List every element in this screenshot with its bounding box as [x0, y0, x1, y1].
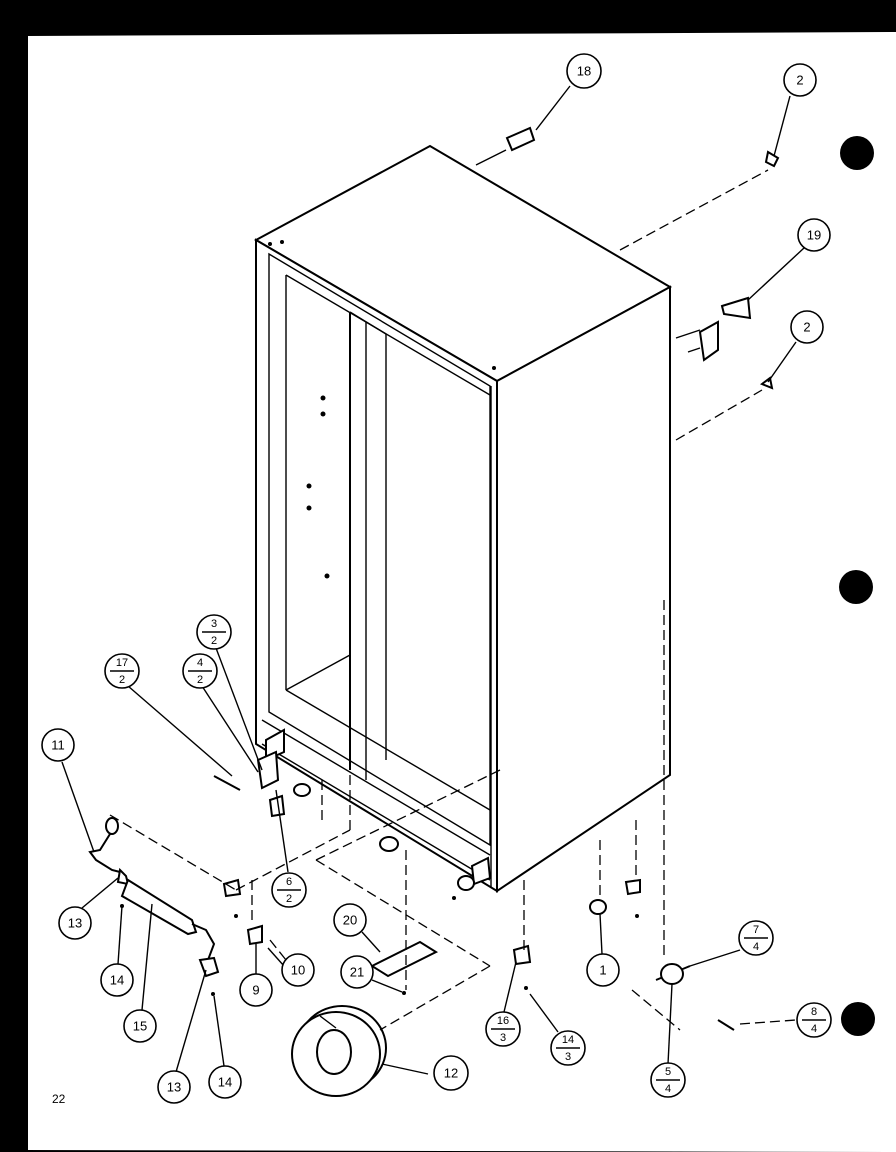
callout-label: 9: [252, 983, 259, 998]
callout-19: 19: [797, 218, 831, 252]
callout-21: 21: [340, 955, 374, 989]
callout-9: 9: [239, 973, 273, 1007]
callout-top: 17: [116, 657, 128, 669]
callout-bottom: 2: [119, 674, 125, 686]
part-16: [512, 944, 532, 966]
callout-label: 14: [218, 1075, 232, 1090]
callout-bottom: 2: [286, 893, 292, 905]
leveler-1: [589, 899, 607, 915]
callout-8-4: 8 4: [796, 1002, 832, 1038]
callout-10: 10: [281, 953, 315, 987]
callout-label: 2: [796, 73, 803, 88]
roller: [379, 836, 399, 852]
leader-lines: [109, 169, 797, 1031]
callout-label: 15: [133, 1019, 147, 1034]
callout-16-3: 16 3: [485, 1011, 521, 1047]
part-9: [246, 924, 263, 946]
bushing-5: [660, 963, 684, 985]
callout-bottom: 2: [197, 674, 203, 686]
callout-20: 20: [333, 903, 367, 937]
callout-bottom: 4: [811, 1023, 817, 1035]
left-leveler-bracket: [265, 728, 285, 762]
right-leveler-bracket: [470, 856, 492, 886]
hose-part-15: [120, 878, 198, 936]
callout-3-2: 3 2: [196, 614, 232, 650]
top-hinge-part: [505, 126, 536, 152]
callout-label: 13: [68, 916, 82, 931]
callout-18: 18: [566, 53, 602, 89]
callout-label: 10: [291, 963, 305, 978]
insulation-ring-12: [291, 1005, 387, 1097]
callout-label: 14: [110, 973, 124, 988]
callout-bottom: 3: [500, 1032, 506, 1044]
callout-label: 21: [350, 965, 364, 980]
callout-7-4: 7 4: [738, 920, 774, 956]
callout-top: 3: [211, 618, 217, 630]
callout-top: 6: [286, 876, 292, 888]
callout-label: 19: [807, 228, 821, 243]
callout-top: 14: [562, 1034, 574, 1046]
floor-plate-20: [369, 940, 439, 978]
binder-hole-middle: [839, 570, 873, 604]
callout-13-upper: 13: [58, 906, 92, 940]
callout-2-mid: 2: [790, 310, 824, 344]
callout-top: 7: [753, 924, 759, 936]
callout-bottom: 2: [211, 635, 217, 647]
callout-17-2: 17 2: [104, 653, 140, 689]
refrigerator-cabinet: [253, 144, 673, 893]
callout-label: 2: [803, 320, 810, 335]
handle-bracket: [698, 320, 719, 362]
page-number: 22: [52, 1092, 66, 1106]
callout-5-4: 5 4: [650, 1062, 686, 1098]
callout-label: 20: [343, 913, 357, 928]
drain-tube-assembly: [88, 817, 220, 996]
callout-14-left: 14: [100, 963, 134, 997]
callout-15: 15: [123, 1009, 157, 1043]
callout-top: 8: [811, 1006, 817, 1018]
callout-label: 1: [599, 963, 606, 978]
handle-part-19: [720, 296, 752, 320]
callout-bottom: 4: [665, 1083, 671, 1095]
callout-13-lower: 13: [157, 1070, 191, 1104]
callout-14-lower: 14: [208, 1065, 242, 1099]
callout-6-2: 6 2: [271, 872, 307, 908]
binder-hole-top: [840, 136, 874, 170]
callout-11: 11: [41, 728, 75, 762]
callout-bottom: 4: [753, 941, 759, 953]
callout-top: 16: [497, 1015, 509, 1027]
callout-14-3: 14 3: [550, 1030, 586, 1066]
callout-top: 5: [665, 1066, 671, 1078]
callout-label: 12: [444, 1066, 458, 1081]
binder-hole-bottom: [841, 1002, 875, 1036]
callout-4-2: 4 2: [182, 653, 218, 689]
callout-top: 4: [197, 657, 203, 669]
callout-label: 18: [577, 64, 591, 79]
callout-12: 12: [433, 1055, 469, 1091]
callout-label: 13: [167, 1080, 181, 1095]
callout-label: 11: [51, 738, 65, 753]
callout-1: 1: [586, 953, 620, 987]
callout-2-top: 2: [783, 63, 817, 97]
callout-bottom: 3: [565, 1051, 571, 1063]
callout-leaders: [61, 85, 805, 1075]
hinge-parts: [213, 126, 780, 1031]
